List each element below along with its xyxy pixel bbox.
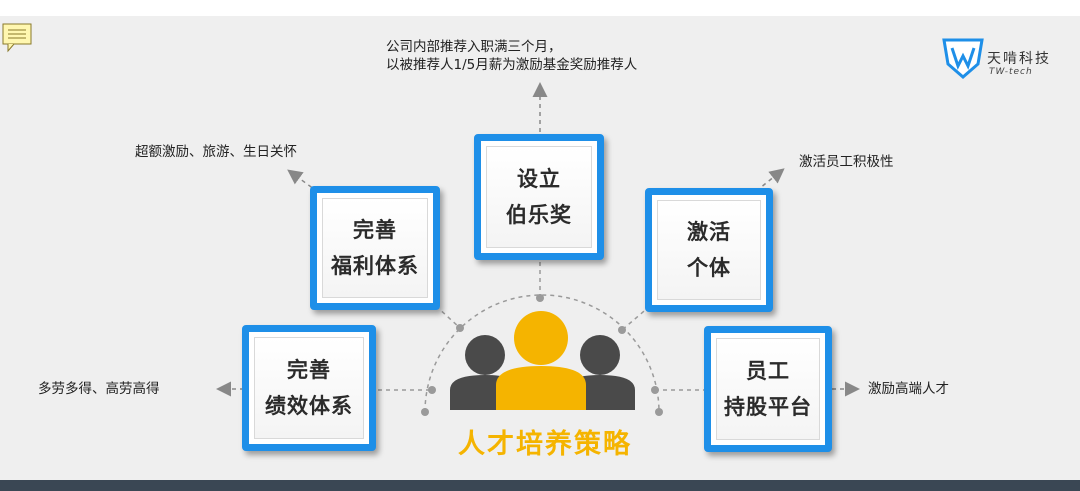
- box-employee-stock-platform-line1: 员工: [746, 359, 790, 383]
- box-activate-individual-line2: 个体: [687, 256, 731, 280]
- note-arrows: [216, 82, 860, 397]
- box-performance-system-line2: 绩效体系: [265, 394, 353, 418]
- box-activate-individual-line1: 激活: [687, 220, 731, 244]
- logo-sub: TW-tech: [989, 67, 1033, 77]
- box-welfare-system[interactable]: 完善 福利体系: [310, 186, 440, 310]
- box-bole-award-line2: 伯乐奖: [506, 203, 572, 227]
- arc-dotted: [424, 294, 660, 413]
- box-employee-stock-platform-line2: 持股平台: [724, 395, 812, 419]
- box-welfare-system-line2: 福利体系: [331, 254, 419, 278]
- bottom-bar: [0, 480, 1080, 491]
- box-employee-stock-platform[interactable]: 员工 持股平台: [704, 326, 832, 452]
- box-performance-system[interactable]: 完善 绩效体系: [242, 325, 376, 451]
- note-performance: 多劳多得、高劳高得: [38, 381, 160, 397]
- note-referral: 公司内部推荐入职满三个月， 以被推荐人1/5月薪为激励基金奖励推荐人: [386, 38, 637, 74]
- note-stock: 激励高端人才: [868, 381, 949, 397]
- diagram-title: 人才培养策略: [458, 429, 632, 460]
- logo-shield-icon: [942, 38, 984, 79]
- logo-name: 天啃科技: [987, 51, 1051, 67]
- box-activate-individual[interactable]: 激活 个体: [645, 188, 773, 312]
- note-activate: 激活员工积极性: [799, 154, 894, 170]
- box-performance-system-line1: 完善: [287, 358, 331, 382]
- dotted-connectors: [378, 262, 704, 391]
- people-icon: [450, 311, 635, 410]
- box-bole-award-line1: 设立: [517, 167, 561, 191]
- box-bole-award[interactable]: 设立 伯乐奖: [474, 134, 604, 260]
- note-referral-line1: 公司内部推荐入职满三个月，: [386, 39, 562, 55]
- note-referral-line2: 以被推荐人1/5月薪为激励基金奖励推荐人: [386, 57, 638, 73]
- connector-dots: [421, 294, 663, 416]
- note-welfare: 超额激励、旅游、生日关怀: [135, 144, 297, 160]
- box-welfare-system-line1: 完善: [353, 218, 397, 242]
- note-icon[interactable]: [2, 23, 32, 53]
